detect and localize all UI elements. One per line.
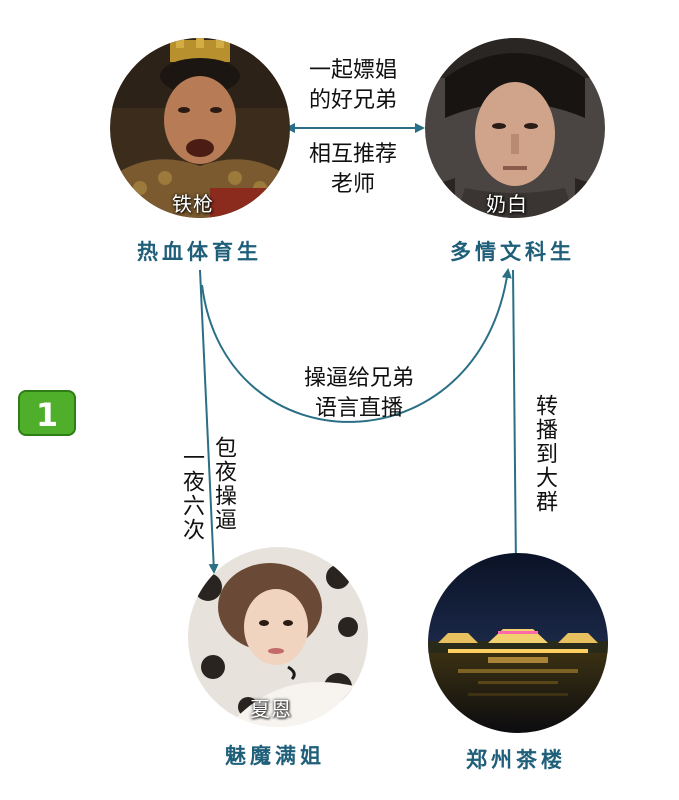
tieqiang-avatar — [110, 38, 290, 218]
teahouse-caption: 郑州茶楼 — [466, 747, 566, 772]
teahouse-night-scene-image — [428, 553, 608, 733]
brothers-label-line2: 的好兄弟 — [308, 88, 397, 113]
night-label-col1: 包夜操逼 — [211, 436, 236, 532]
broadcast-label: 操逼给兄弟 语言直播 — [284, 364, 434, 424]
brothers-label-line1: 一起嫖娼 — [308, 58, 397, 83]
night-arrow — [199, 269, 219, 574]
xiaen-caption: 魅魔满姐 — [225, 743, 325, 768]
tieqiang-portrait-image — [110, 38, 290, 218]
broadcast-label-line2: 语言直播 — [314, 396, 403, 421]
broadcast-curve-arrow — [201, 268, 512, 423]
xiaen-avatar — [188, 547, 368, 727]
naibai-caption: 多情文科生 — [450, 239, 575, 264]
forward-arrow — [510, 269, 521, 570]
xiaen-portrait-image — [188, 547, 368, 727]
brothers-label: 一起嫖娼 的好兄弟 — [297, 56, 409, 116]
teahouse-avatar — [428, 553, 608, 733]
teacher-label: 相互推荐 老师 — [297, 140, 409, 200]
night-label-col2: 一夜六次 — [179, 446, 204, 542]
broadcast-label-line1: 操逼给兄弟 — [303, 366, 414, 391]
naibai-name: 奶白 — [486, 192, 528, 216]
tieqiang-name: 铁枪 — [172, 192, 214, 216]
forward-label: 转播到大群 — [532, 394, 557, 514]
teacher-label-line2: 老师 — [330, 172, 375, 197]
step-number-badge: 1 — [18, 390, 76, 436]
tieqiang-caption: 热血体育生 — [137, 239, 262, 264]
teacher-label-line1: 相互推荐 — [308, 142, 397, 167]
xiaen-name: 夏恩 — [250, 697, 292, 721]
